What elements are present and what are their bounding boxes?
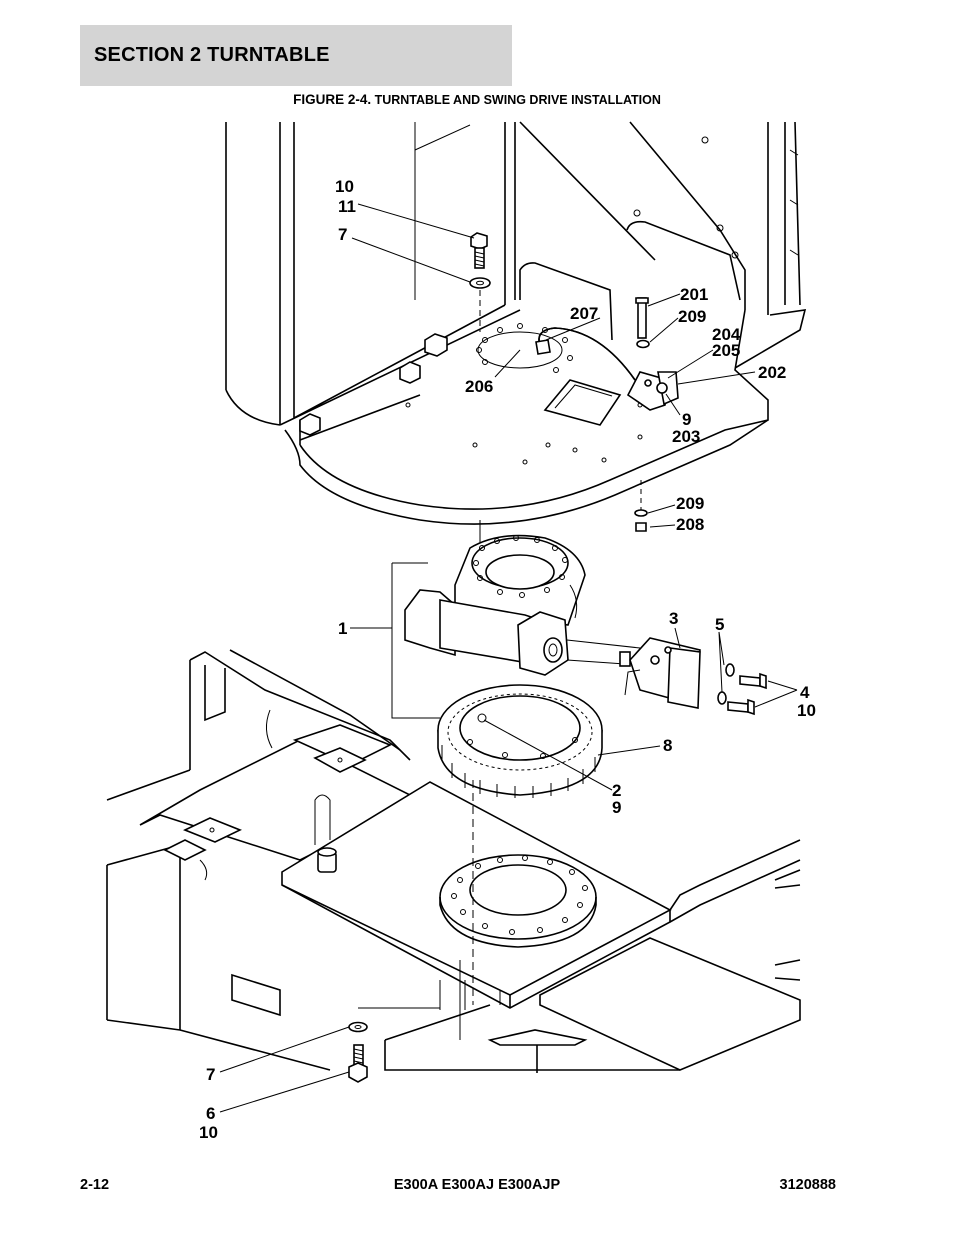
callout-5: 5 (715, 615, 724, 634)
bolt-washer-bottom (348, 780, 474, 1083)
callout-10-lower: 10 (199, 1123, 218, 1142)
callout-201: 201 (680, 285, 708, 304)
washer-nut-bottom (634, 480, 648, 532)
turntable-frame (225, 121, 807, 525)
callout-7: 7 (338, 225, 347, 244)
callout-205: 205 (712, 341, 740, 360)
figure-label: FIGURE 2-4. (293, 92, 372, 107)
callout-labels: 10 11 7 201 209 207 204 205 202 206 9 20… (199, 177, 816, 1142)
callout-202: 202 (758, 363, 786, 382)
figure-caption: FIGURE 2-4. TURNTABLE AND SWING DRIVE IN… (0, 92, 954, 107)
swing-bearing (391, 520, 586, 719)
callout-209-lower: 209 (676, 494, 704, 513)
callout-3: 3 (669, 609, 678, 628)
leader-lines (219, 203, 798, 1113)
section-title: SECTION 2 TURNTABLE (94, 44, 330, 66)
callout-1: 1 (338, 619, 347, 638)
callout-203: 203 (672, 427, 700, 446)
chassis-frame (106, 649, 801, 1073)
callout-10: 10 (335, 177, 354, 196)
callout-7-lower: 7 (206, 1065, 215, 1084)
callout-204: 204 (712, 325, 741, 344)
callout-11: 11 (338, 197, 356, 216)
callout-206: 206 (465, 377, 493, 396)
callout-207: 207 (570, 304, 598, 323)
model-list: E300A E300AJ E300AJP (393, 1177, 561, 1193)
callout-10-motor: 10 (797, 701, 816, 720)
limit-switch-cable (535, 327, 636, 381)
callout-6: 6 (206, 1104, 215, 1123)
section-banner: SECTION 2 TURNTABLE (80, 25, 512, 86)
callout-2: 2 (612, 781, 621, 800)
figure-title: TURNTABLE AND SWING DRIVE INSTALLATION (371, 93, 661, 107)
callout-208: 208 (676, 515, 704, 534)
page-number: 2-12 (80, 1177, 110, 1193)
bolt-washer-top (469, 232, 491, 332)
callout-209: 209 (678, 307, 706, 326)
callout-8: 8 (663, 736, 672, 755)
callout-4: 4 (800, 683, 810, 702)
callout-9: 9 (682, 410, 691, 429)
document-number: 3120888 (779, 1177, 836, 1193)
switch-bracket (626, 297, 679, 411)
swing-motor (566, 637, 767, 716)
ring-gear (437, 684, 603, 798)
callout-9-gear: 9 (612, 798, 621, 817)
